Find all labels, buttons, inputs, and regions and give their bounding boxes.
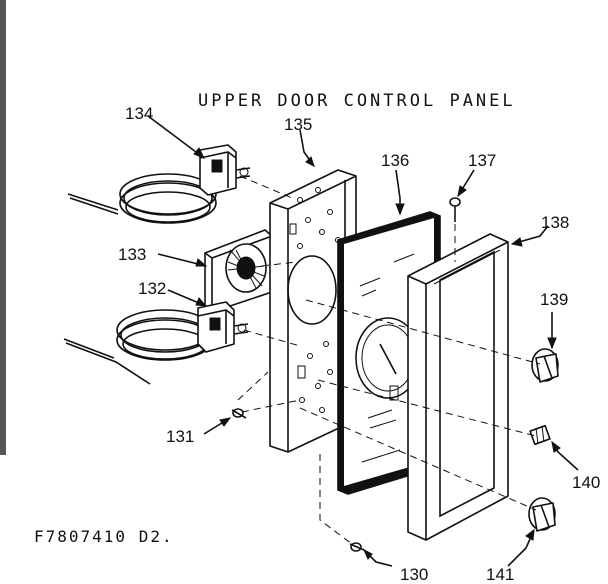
part-138-trim-frame — [407, 233, 509, 541]
diagram-title: UPPER DOOR CONTROL PANEL — [198, 91, 516, 111]
callout-141: 141 — [486, 565, 514, 584]
callout-labels: 134 135 136 137 138 133 132 139 131 140 … — [118, 104, 600, 584]
part-140-spacer — [529, 424, 551, 446]
callout-138: 138 — [541, 213, 569, 232]
part-132-thermostat-lower — [63, 301, 249, 385]
part-131-screw — [231, 408, 247, 419]
callout-133: 133 — [118, 245, 146, 264]
callout-134: 134 — [125, 104, 153, 123]
leader-lines — [147, 115, 579, 567]
part-139-knob — [531, 348, 559, 383]
assembly-centerlines — [237, 175, 541, 545]
callout-131: 131 — [166, 427, 194, 446]
part-130-screw — [349, 542, 365, 552]
part-137-screw — [449, 197, 461, 222]
callout-139: 139 — [540, 290, 568, 309]
part-133-timer — [204, 229, 273, 313]
bracket-mounting-holes — [297, 187, 341, 413]
callout-137: 137 — [468, 151, 496, 170]
scan-edge-artifact — [0, 0, 6, 455]
callout-136: 136 — [381, 151, 409, 170]
part-135-mounting-bracket — [269, 169, 357, 453]
callout-132: 132 — [138, 279, 166, 298]
part-141-knob — [528, 497, 556, 532]
part-134-thermostat-upper — [67, 144, 251, 224]
callout-140: 140 — [572, 473, 600, 492]
drawing-code: F7807410 D2. — [34, 527, 174, 546]
callout-135: 135 — [284, 115, 312, 134]
callout-130: 130 — [400, 565, 428, 584]
